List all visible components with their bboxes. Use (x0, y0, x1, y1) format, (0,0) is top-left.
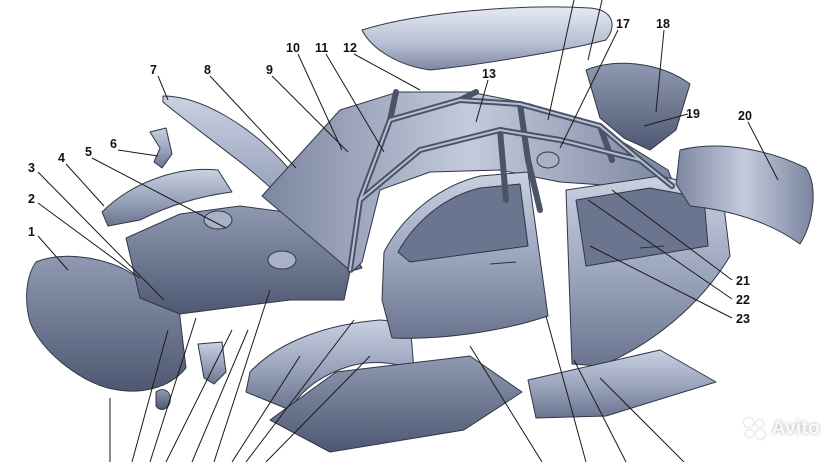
callout-9: 9 (266, 63, 273, 77)
callout-22: 22 (736, 293, 750, 307)
bracket-part-6 (149, 127, 173, 169)
avito-watermark: Avito (743, 418, 820, 440)
callout-6: 6 (110, 137, 117, 151)
roof-panel (361, 6, 613, 71)
callout-5: 5 (85, 145, 92, 159)
leader-lines (37, 0, 779, 462)
bracket-lower (197, 341, 227, 385)
callout-19: 19 (686, 107, 700, 121)
callout-4: 4 (58, 151, 65, 165)
callout-13: 13 (482, 67, 496, 81)
callout-8: 8 (204, 63, 211, 77)
callout-1: 1 (28, 225, 35, 239)
callout-20: 20 (738, 109, 752, 123)
front-door-window (397, 183, 529, 263)
callout-11: 11 (315, 41, 328, 55)
bracket-hook (155, 389, 171, 410)
front-door-handle (489, 261, 517, 265)
callout-12: 12 (343, 41, 357, 55)
rear-strut-dome (536, 151, 560, 169)
avito-dots-icon (743, 418, 766, 440)
trunk-lid (585, 62, 691, 151)
rear-door-handle (639, 245, 665, 249)
roof-cage-frame (347, 89, 675, 273)
rear-door-window (575, 187, 709, 267)
strut-dome-left (203, 210, 233, 230)
strut-dome-right (267, 250, 297, 270)
rear-bumper (675, 145, 814, 245)
callout-18: 18 (656, 17, 670, 31)
callout-10: 10 (286, 41, 300, 55)
callout-23: 23 (736, 312, 750, 326)
callout-21: 21 (736, 274, 750, 288)
callout-3: 3 (28, 161, 35, 175)
callout-2: 2 (28, 192, 35, 206)
rear-floor-panel (527, 349, 717, 419)
callout-7: 7 (150, 63, 157, 77)
callout-17: 17 (616, 17, 630, 31)
watermark-text: Avito (771, 418, 820, 439)
engine-bay-structure (125, 205, 353, 315)
front-floor-panel (269, 355, 523, 453)
callout-labels: 1 2 3 4 5 6 7 8 9 10 11 12 13 17 18 19 2… (28, 17, 752, 326)
